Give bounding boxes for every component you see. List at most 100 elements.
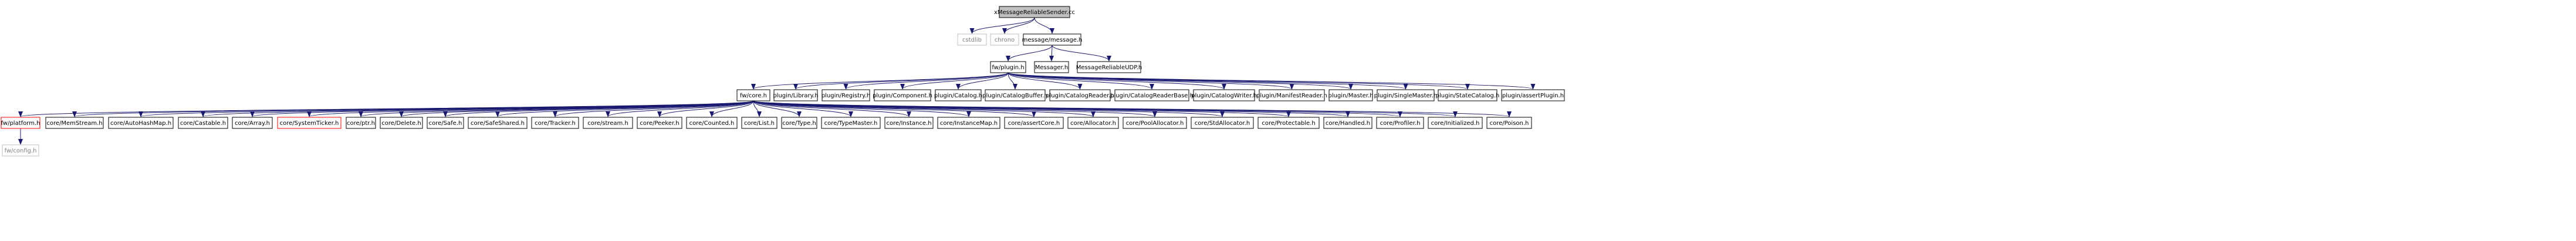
edge-core-to-c_safeshared (495, 100, 754, 117)
node-plugin-registry-h[interactable]: plugin/Registry.h (822, 89, 870, 101)
node-messager-h[interactable]: Messager.h (1034, 61, 1069, 73)
edge-core-to-c_handled (753, 100, 1350, 117)
node-label: core/Safe.h (429, 120, 462, 127)
node-core-list-h[interactable]: core/List.h (741, 117, 777, 129)
node-fw-platform-h[interactable]: fw/platform.h (1, 117, 40, 129)
node-core-peeker-h[interactable]: core/Peeker.h (637, 117, 682, 129)
node-core-protectable-h[interactable]: core/Protectable.h (1257, 117, 1320, 129)
node-plugin-catalogbuffer-h[interactable]: plugin/CatalogBuffer.h (982, 89, 1048, 101)
node-plugin-assertplugin-h[interactable]: plugin/assertPlugin.h (1501, 89, 1565, 101)
node-label: plugin/StateCatalog.h (1436, 93, 1500, 99)
node-label: fw/plugin.h (992, 65, 1024, 71)
node-label: core/Tracker.h (535, 120, 576, 127)
node-box (531, 117, 579, 129)
node-label: core/Array.h (235, 120, 270, 127)
node-plugin-library-h[interactable]: plugin/Library.h (773, 89, 819, 101)
node-box (427, 117, 464, 129)
edge-plugin-to-p_catalogwriter (1008, 72, 1226, 90)
node-box (1486, 117, 1532, 129)
node-core-type-h[interactable]: core/Type.h (781, 117, 817, 129)
node-box (1, 117, 40, 129)
node-box (1034, 61, 1069, 73)
node-core-allocator-h[interactable]: core/Allocator.h (1067, 117, 1119, 129)
edge-message-to-reliableudp (1052, 45, 1111, 62)
node-plugin-catalogreaderbase-h[interactable]: plugin/CatalogReaderBase.h (1110, 89, 1194, 101)
node-core-castable-h[interactable]: core/Castable.h (178, 117, 228, 129)
node-core-instancemap-h[interactable]: core/InstanceMap.h (937, 117, 1000, 129)
node-label: plugin/ManifestReader.h (1256, 93, 1327, 99)
node-label: core/Type.h (782, 120, 816, 127)
node-box (990, 61, 1026, 73)
node-core-stdallocator-h[interactable]: core/StdAllocator.h (1191, 117, 1254, 129)
node-core-poison-h[interactable]: core/Poison.h (1486, 117, 1532, 129)
node-label: core/PoolAllocator.h (1126, 120, 1184, 127)
node-label: core/Delete.h (381, 120, 421, 127)
edge-plugin-to-p_catalogreaderbase (1008, 72, 1154, 90)
node-box (2, 144, 39, 157)
node-core-safe-h[interactable]: core/Safe.h (427, 117, 464, 129)
node-label: core/StdAllocator.h (1195, 120, 1250, 127)
node-box (1193, 89, 1255, 101)
edge-root-to-chrono (1002, 17, 1035, 34)
node-box (1376, 117, 1424, 129)
node-box (1023, 33, 1081, 46)
edge-core-to-c_typemaster (753, 100, 853, 117)
node-label: core/Initialized.h (1431, 120, 1480, 127)
edge-core-to-c_stream (606, 100, 754, 117)
node-core-poolallocator-h[interactable]: core/PoolAllocator.h (1123, 117, 1187, 129)
node-fw-config-h[interactable]: fw/config.h (2, 144, 39, 157)
node-cstdlib[interactable]: cstdlib (957, 33, 987, 46)
node-core-delete-h[interactable]: core/Delete.h (380, 117, 423, 129)
node-label: core/stream.h (587, 120, 628, 127)
node-fw-core-h[interactable]: fw/core.h (736, 89, 770, 101)
node-fw-plugin-h[interactable]: fw/plugin.h (990, 61, 1026, 73)
node-label: plugin/assertPlugin.h (1502, 93, 1564, 99)
node-label: plugin/Catalog.h (934, 93, 982, 99)
node-box (999, 6, 1070, 18)
node-box (821, 117, 881, 129)
node-core-assertcore-h[interactable]: core/assertCore.h (1004, 117, 1064, 129)
edge-layer (18, 17, 1535, 145)
node-label: core/Allocator.h (1070, 120, 1116, 127)
node-plugin-singlemaster-h[interactable]: plugin/SingleMaster.h (1374, 89, 1438, 101)
node-box (822, 89, 870, 101)
node-chrono[interactable]: chrono (990, 33, 1019, 46)
node-core-counted-h[interactable]: core/Counted.h (686, 117, 738, 129)
edge-root-to-message (1034, 17, 1054, 34)
node-core-profiler-h[interactable]: core/Profiler.h (1376, 117, 1424, 129)
node-core-memstream-h[interactable]: core/MemStream.h (45, 117, 104, 129)
node-plugin-component-h[interactable]: plugin/Component.h (873, 89, 932, 101)
node-box (990, 33, 1019, 46)
node-message-message-h[interactable]: message/message.h (1022, 33, 1083, 46)
node-messagereliableudp-h[interactable]: MessageReliableUDP.h (1076, 61, 1142, 73)
node-core-autohashmap-h[interactable]: core/AutoHashMap.h (108, 117, 174, 129)
node-box (884, 117, 934, 129)
node-label: core/Protectable.h (1262, 120, 1315, 127)
node-box (1114, 89, 1189, 101)
node-plugin-statecatalog-h[interactable]: plugin/StateCatalog.h (1436, 89, 1500, 101)
node-core-stream-h[interactable]: core/stream.h (583, 117, 633, 129)
node-label: core/Counted.h (689, 120, 735, 127)
node-plugin-catalog-h[interactable]: plugin/Catalog.h (934, 89, 982, 101)
node-core-initialized-h[interactable]: core/Initialized.h (1428, 117, 1483, 129)
node-plugin-manifestreader-h[interactable]: plugin/ManifestReader.h (1256, 89, 1327, 101)
node-core-handled-h[interactable]: core/Handled.h (1323, 117, 1372, 129)
node-plugin-master-h[interactable]: plugin/Master.h (1328, 89, 1374, 101)
node-core-ptr-h[interactable]: core/ptr.h (346, 117, 376, 129)
node-box (1323, 117, 1372, 129)
node-core-safeshared-h[interactable]: core/SafeShared.h (468, 117, 528, 129)
edge-core-to-c_safe (443, 100, 754, 117)
node-box (1501, 89, 1565, 101)
node-core-systemticker-h[interactable]: core/SystemTicker.h (277, 117, 342, 129)
node-core-tracker-h[interactable]: core/Tracker.h (531, 117, 579, 129)
node-label: core/Poison.h (1490, 120, 1529, 127)
node-box (937, 117, 1000, 129)
edge-plugin-to-p_master (1008, 72, 1353, 90)
node-core-array-h[interactable]: core/Array.h (232, 117, 273, 129)
node-plugin-catalogwriter-h[interactable]: plugin/CatalogWriter.h (1191, 89, 1257, 101)
node-core-instance-h[interactable]: core/Instance.h (884, 117, 934, 129)
node-label: core/List.h (744, 120, 775, 127)
node-core-typemaster-h[interactable]: core/TypeMaster.h (821, 117, 881, 129)
node-box (637, 117, 682, 129)
node-plugin-catalogreader-h[interactable]: plugin/CatalogReader.h (1046, 89, 1114, 101)
